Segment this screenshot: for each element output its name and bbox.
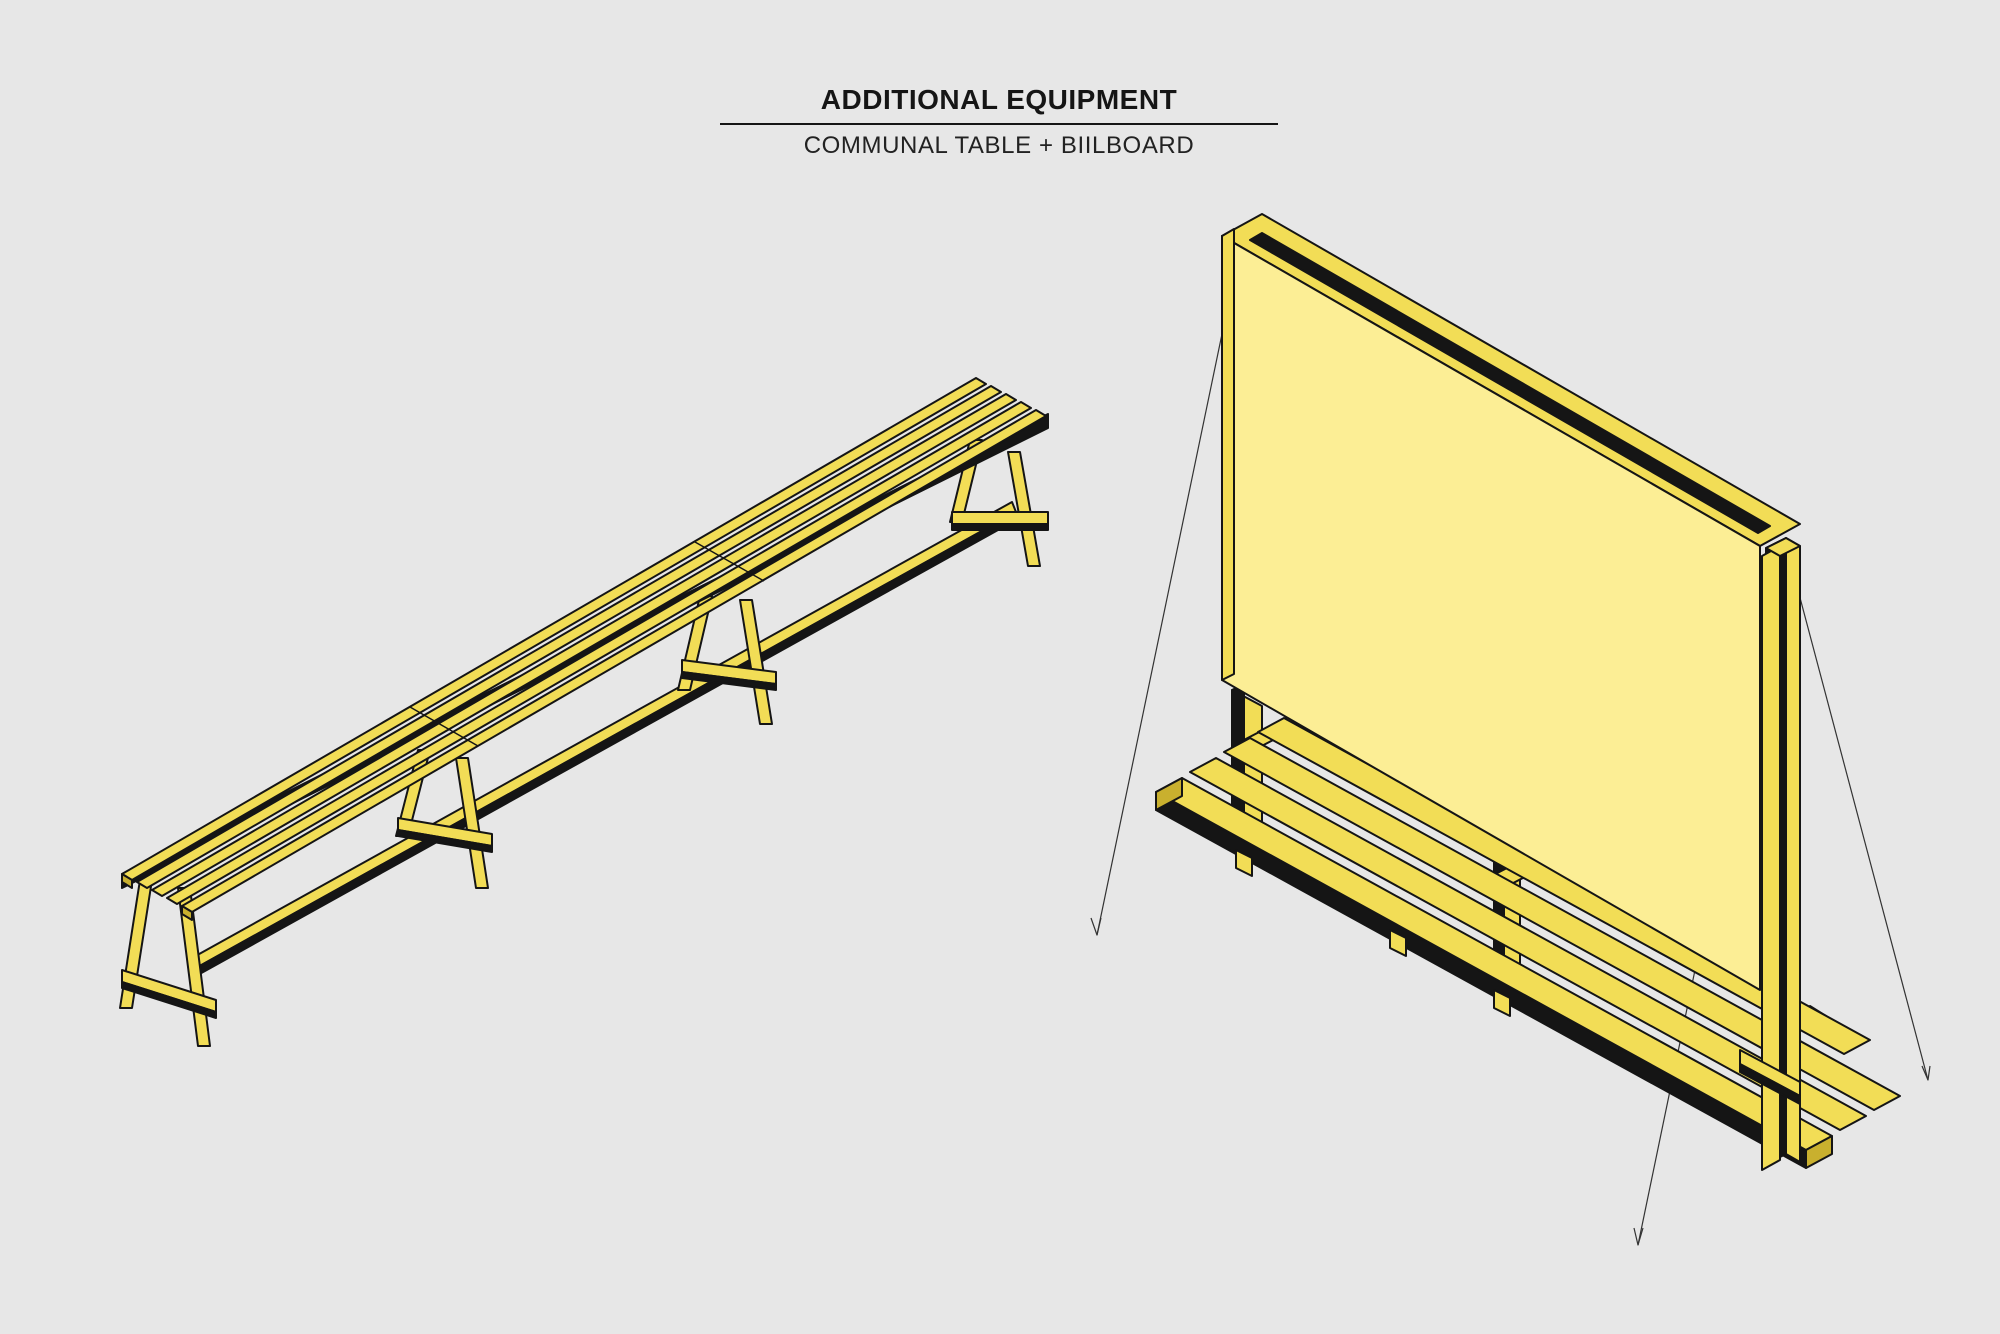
billboard-panel: [1221, 228, 1761, 991]
billboard-front-rail: [1739, 1049, 1801, 1105]
table-trestle-far: [949, 439, 1049, 567]
billboard: [1090, 213, 1931, 1246]
title-divider: [720, 123, 1278, 125]
title-block: ADDITIONAL EQUIPMENT COMMUNAL TABLE + BI…: [720, 82, 1278, 161]
page-title: ADDITIONAL EQUIPMENT: [820, 84, 1178, 115]
billboard-front-post: [1761, 537, 1801, 1171]
table-top: [121, 377, 1049, 921]
table-stretcher-rail: [191, 501, 1017, 977]
page-subtitle: COMMUNAL TABLE + BIILBOARD: [803, 132, 1195, 159]
table-trestle-near: [119, 879, 217, 1047]
communal-table: [119, 377, 1049, 1047]
table-trestle-middle-right: [677, 595, 777, 725]
